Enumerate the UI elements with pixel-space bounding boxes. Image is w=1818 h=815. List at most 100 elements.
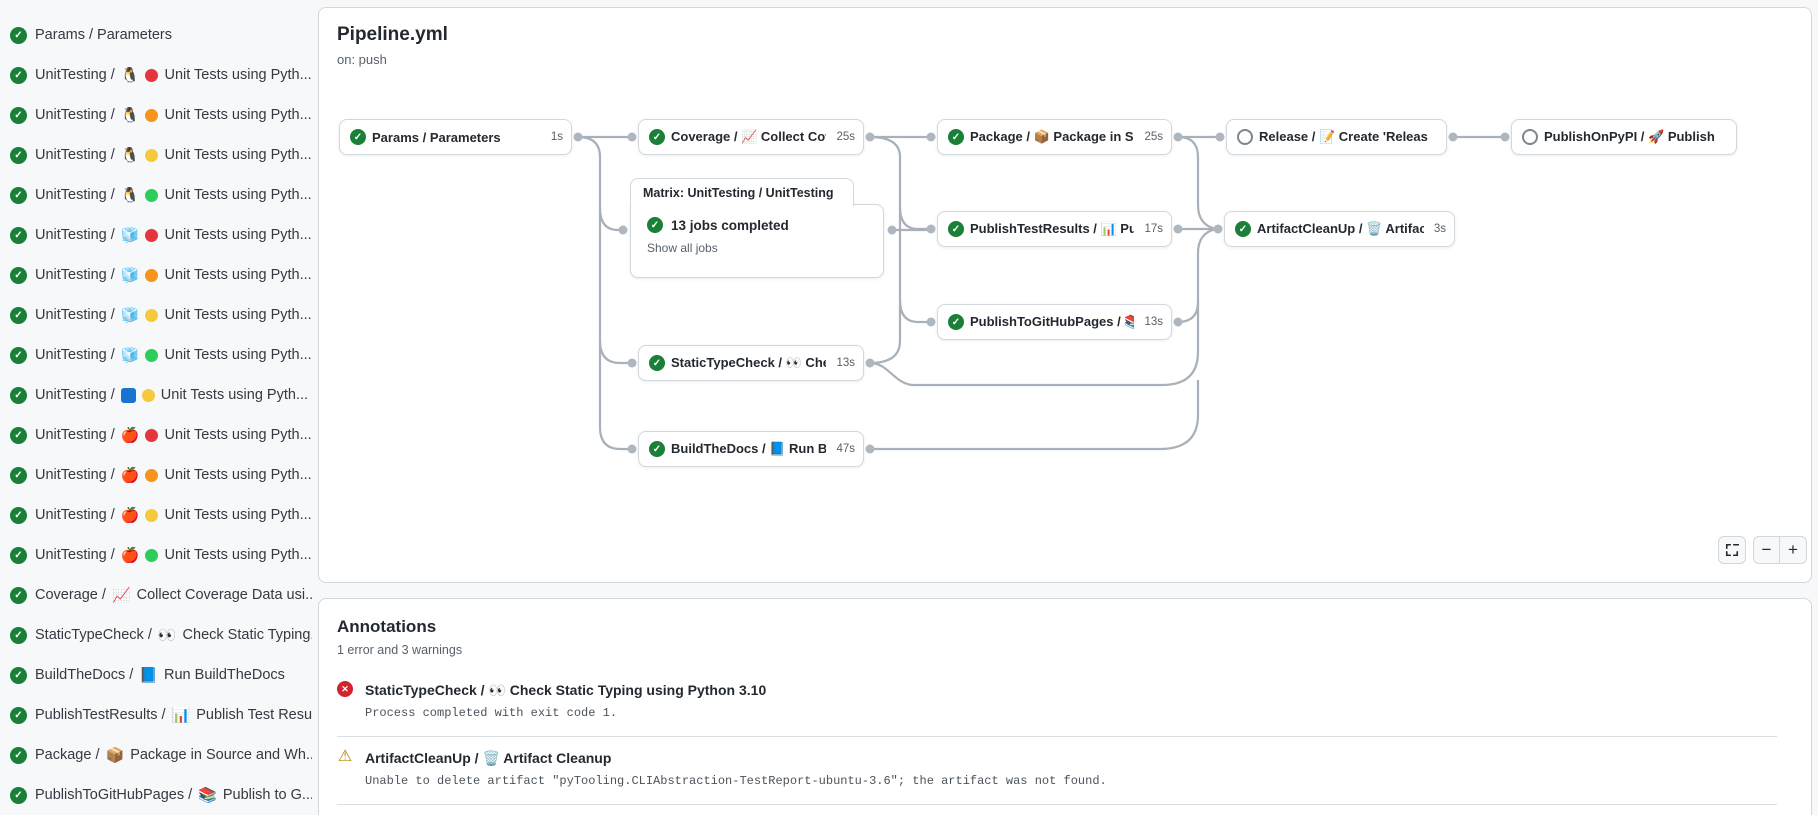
zoom-out-button[interactable]: − xyxy=(1754,537,1780,563)
check-circle-icon xyxy=(10,586,27,604)
annotation-title[interactable]: ArtifactCleanUp / 🗑️ Artifact Cleanup xyxy=(365,750,612,766)
sidebar-job-item[interactable]: UnitTesting / 🧊 Unit Tests using Pyth... xyxy=(10,255,312,295)
platform-icon: 🍎 xyxy=(120,547,140,563)
job-node-label: ArtifactCleanUp / 🗑️ Artifac... xyxy=(1257,221,1424,236)
sidebar-job-item[interactable]: UnitTesting / 🐧 Unit Tests using Pyth... xyxy=(10,95,312,135)
annotation-row: ArtifactCleanUp / 🗑️ Artifact Cleanup Un… xyxy=(337,737,1777,805)
matrix-status-text: 13 jobs completed xyxy=(671,217,789,233)
workflow-job-node[interactable]: Params / Parameters 1s xyxy=(339,119,572,155)
platform-icon: 🍎 xyxy=(120,507,140,523)
job-name: UnitTesting / xyxy=(35,467,115,483)
job-name: UnitTesting / xyxy=(35,307,115,323)
annotation-title[interactable]: StaticTypeCheck / 👀 Check Static Typing … xyxy=(365,682,767,698)
job-duration: 13s xyxy=(836,357,855,369)
sidebar-job-item[interactable]: UnitTesting / 🐧 Unit Tests using Pyth... xyxy=(10,135,312,175)
platform-icon: 📦 xyxy=(105,747,125,763)
sidebar-job-label: UnitTesting / 🧊 Unit Tests using Pyth... xyxy=(35,267,312,283)
job-name: UnitTesting / xyxy=(35,187,115,203)
job-step-name: Unit Tests using Pyth... xyxy=(164,467,312,483)
sidebar-job-label: UnitTesting / Unit Tests using Pyth... xyxy=(35,387,308,403)
workflow-job-node[interactable]: Release / 📝 Create 'Release P... xyxy=(1226,119,1447,155)
sidebar-job-item[interactable]: UnitTesting / 🧊 Unit Tests using Pyth... xyxy=(10,335,312,375)
sidebar-job-label: Coverage / 📈 Collect Coverage Data usi..… xyxy=(35,587,312,603)
annotation-message: Unable to delete artifact "pyTooling.CLI… xyxy=(365,774,1107,788)
sidebar-job-item[interactable]: PublishToGitHubPages / 📚 Publish to G... xyxy=(10,775,312,815)
workflow-job-node[interactable]: BuildTheDocs / 📘 Run Buil... 47s xyxy=(638,431,864,467)
sidebar-job-item[interactable]: StaticTypeCheck / 👀 Check Static Typing.… xyxy=(10,615,312,655)
fullscreen-button[interactable] xyxy=(1718,536,1746,564)
job-name: Params / Parameters xyxy=(35,27,172,43)
job-step-name: Publish Test Resu... xyxy=(196,707,312,723)
job-step-name: Unit Tests using Pyth... xyxy=(164,107,312,123)
sidebar-job-item[interactable]: UnitTesting / Unit Tests using Pyth... xyxy=(10,375,312,415)
sidebar-job-label: UnitTesting / 🐧 Unit Tests using Pyth... xyxy=(35,107,312,123)
job-name: UnitTesting / xyxy=(35,107,115,123)
sidebar-job-item[interactable]: UnitTesting / 🐧 Unit Tests using Pyth... xyxy=(10,175,312,215)
platform-icon: 📊 xyxy=(171,707,191,723)
sidebar-job-label: UnitTesting / 🍎 Unit Tests using Pyth... xyxy=(35,427,312,443)
sidebar-job-item[interactable]: UnitTesting / 🍎 Unit Tests using Pyth... xyxy=(10,495,312,535)
job-node-label: PublishToGitHubPages / 📚 ... xyxy=(970,314,1135,329)
sidebar-job-item[interactable]: UnitTesting / 🧊 Unit Tests using Pyth... xyxy=(10,215,312,255)
show-all-jobs-link[interactable]: Show all jobs xyxy=(647,241,718,255)
platform-icon: 🍎 xyxy=(120,427,140,443)
job-node-label: PublishTestResults / 📊 Pu... xyxy=(970,221,1135,236)
check-circle-icon xyxy=(10,26,27,44)
job-status-icon xyxy=(350,129,366,145)
job-name: UnitTesting / xyxy=(35,387,115,403)
sidebar-job-item[interactable]: PublishTestResults / 📊 Publish Test Resu… xyxy=(10,695,312,735)
python-version-dot-icon xyxy=(145,348,159,362)
platform-icon: 🧊 xyxy=(120,307,140,323)
check-circle-icon xyxy=(10,746,27,764)
job-name: PublishTestResults / xyxy=(35,707,166,723)
workflow-job-node[interactable]: Package / 📦 Package in So... 25s xyxy=(937,119,1172,155)
sidebar-job-label: StaticTypeCheck / 👀 Check Static Typing.… xyxy=(35,627,312,643)
check-circle-icon xyxy=(10,306,27,324)
workflow-job-node[interactable]: PublishOnPyPI / 🚀 Publish to ... xyxy=(1511,119,1737,155)
job-name: UnitTesting / xyxy=(35,147,115,163)
workflow-job-node[interactable]: ArtifactCleanUp / 🗑️ Artifac... 3s xyxy=(1224,211,1455,247)
sidebar-job-item[interactable]: UnitTesting / 🍎 Unit Tests using Pyth... xyxy=(10,415,312,455)
sidebar-job-item[interactable]: BuildTheDocs / 📘 Run BuildTheDocs xyxy=(10,655,312,695)
sidebar-job-item[interactable]: UnitTesting / 🍎 Unit Tests using Pyth... xyxy=(10,455,312,495)
job-node-label: StaticTypeCheck / 👀 Chec... xyxy=(671,355,827,370)
job-node-label: Coverage / 📈 Collect Cove... xyxy=(671,129,826,144)
sidebar-job-item[interactable]: UnitTesting / 🍎 Unit Tests using Pyth... xyxy=(10,535,312,575)
matrix-tab-label: Matrix: UnitTesting / UnitTesting xyxy=(643,185,834,200)
python-version-dot-icon xyxy=(145,188,159,202)
check-circle-icon xyxy=(10,466,27,484)
workflow-job-node[interactable]: StaticTypeCheck / 👀 Chec... 13s xyxy=(638,345,864,381)
matrix-group-node[interactable]: 13 jobs completed Show all jobs xyxy=(630,204,884,278)
check-circle-icon xyxy=(10,146,27,164)
sidebar-job-item[interactable]: UnitTesting / 🐧 Unit Tests using Pyth... xyxy=(10,55,312,95)
workflow-job-node[interactable]: PublishTestResults / 📊 Pu... 17s xyxy=(937,211,1172,247)
sidebar-job-label: BuildTheDocs / 📘 Run BuildTheDocs xyxy=(35,667,285,683)
zoom-in-button[interactable]: + xyxy=(1788,540,1798,559)
sidebar-job-item[interactable]: Package / 📦 Package in Source and Wh... xyxy=(10,735,312,775)
check-circle-icon xyxy=(10,706,27,724)
job-step-name: Unit Tests using Pyth... xyxy=(164,147,312,163)
job-name: UnitTesting / xyxy=(35,267,115,283)
sidebar-job-label: UnitTesting / 🍎 Unit Tests using Pyth... xyxy=(35,547,312,563)
annotation-severity-icon xyxy=(337,681,353,697)
sidebar-job-label: UnitTesting / 🐧 Unit Tests using Pyth... xyxy=(35,147,312,163)
check-circle-icon xyxy=(10,386,27,404)
job-status-icon xyxy=(1522,129,1538,145)
job-name: UnitTesting / xyxy=(35,347,115,363)
job-step-name: Publish to G... xyxy=(222,787,312,803)
check-circle-icon xyxy=(10,226,27,244)
sidebar-job-item[interactable]: UnitTesting / 🧊 Unit Tests using Pyth... xyxy=(10,295,312,335)
sidebar-job-label: UnitTesting / 🐧 Unit Tests using Pyth... xyxy=(35,187,312,203)
zoom-controls: − + xyxy=(1753,536,1807,564)
job-status-icon xyxy=(948,129,964,145)
check-circle-icon xyxy=(10,66,27,84)
sidebar-job-label: UnitTesting / 🍎 Unit Tests using Pyth... xyxy=(35,467,312,483)
workflow-job-node[interactable]: PublishToGitHubPages / 📚 ... 13s xyxy=(937,304,1172,340)
workflow-graph-panel: Pipeline.yml on: push − + xyxy=(318,7,1812,583)
check-circle-icon xyxy=(647,217,663,233)
workflow-job-node[interactable]: Coverage / 📈 Collect Cove... 25s xyxy=(638,119,864,155)
matrix-group-tab: Matrix: UnitTesting / UnitTesting xyxy=(630,178,854,206)
job-list-sidebar: Params / Parameters UnitTesting / 🐧 Unit… xyxy=(10,15,312,815)
sidebar-job-item[interactable]: Params / Parameters xyxy=(10,15,312,55)
sidebar-job-item[interactable]: Coverage / 📈 Collect Coverage Data usi..… xyxy=(10,575,312,615)
